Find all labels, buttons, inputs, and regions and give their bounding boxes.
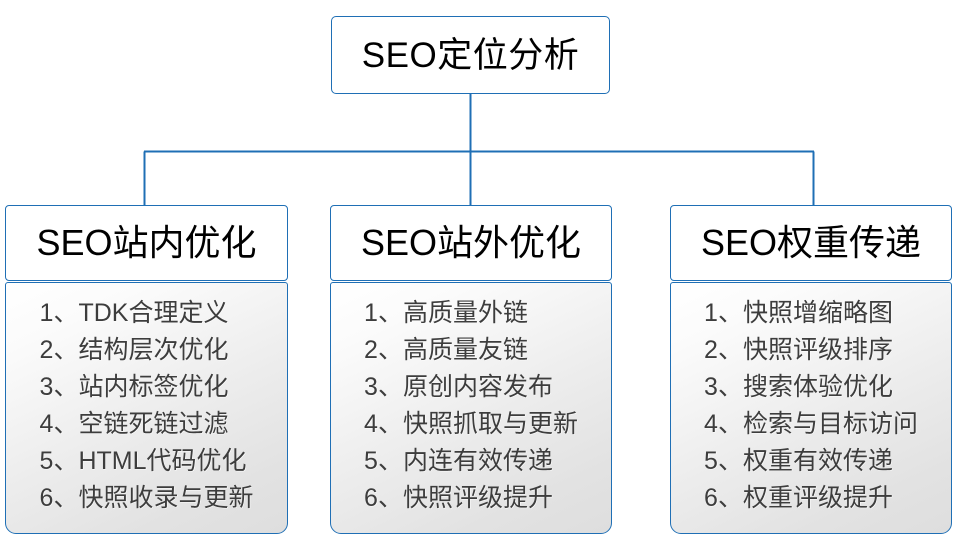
list-item: 1、TDK合理定义 xyxy=(39,299,229,327)
branch-seo-offsite: SEO站外优化 1、高质量外链 2、高质量友链 3、原创内容发布 4、快照抓取与… xyxy=(330,205,612,534)
branch-seo-weight: SEO权重传递 1、快照增缩略图 2、快照评级排序 3、搜索体验优化 4、检索与… xyxy=(670,205,952,534)
list-item: 3、站内标签优化 xyxy=(39,373,229,401)
list-item: 1、高质量外链 xyxy=(364,299,528,327)
list-item: 2、结构层次优化 xyxy=(39,336,229,364)
root-node-label: SEO定位分析 xyxy=(361,35,580,75)
branch-header-seo-weight[interactable]: SEO权重传递 xyxy=(670,205,952,281)
branch-header-label: SEO权重传递 xyxy=(700,222,922,263)
list-item: 2、高质量友链 xyxy=(364,336,528,364)
list-item: 4、空链死链过滤 xyxy=(39,410,229,438)
branch-header-seo-onsite[interactable]: SEO站内优化 xyxy=(5,205,288,281)
list-item: 5、权重有效传递 xyxy=(704,447,893,475)
list-item: 5、HTML代码优化 xyxy=(39,447,247,475)
list-item: 6、权重评级提升 xyxy=(704,484,893,512)
list-item: 3、原创内容发布 xyxy=(364,373,553,401)
branch-body-seo-offsite: 1、高质量外链 2、高质量友链 3、原创内容发布 4、快照抓取与更新 5、内连有… xyxy=(330,282,612,534)
branch-header-seo-offsite[interactable]: SEO站外优化 xyxy=(330,205,612,281)
list-item: 6、快照收录与更新 xyxy=(39,484,254,512)
list-item: 1、快照增缩略图 xyxy=(704,299,893,327)
branch-body-seo-weight: 1、快照增缩略图 2、快照评级排序 3、搜索体验优化 4、检索与目标访问 5、权… xyxy=(670,282,952,534)
list-item: 3、搜索体验优化 xyxy=(704,373,893,401)
list-item: 4、快照抓取与更新 xyxy=(364,410,578,438)
list-item: 4、检索与目标访问 xyxy=(704,410,918,438)
branch-header-label: SEO站外优化 xyxy=(360,222,582,263)
list-item: 5、内连有效传递 xyxy=(364,447,553,475)
root-node[interactable]: SEO定位分析 xyxy=(331,16,610,94)
list-item: 2、快照评级排序 xyxy=(704,336,893,364)
branch-body-seo-onsite: 1、TDK合理定义 2、结构层次优化 3、站内标签优化 4、空链死链过滤 5、H… xyxy=(5,282,288,534)
list-item: 6、快照评级提升 xyxy=(364,484,553,512)
branch-seo-onsite: SEO站内优化 1、TDK合理定义 2、结构层次优化 3、站内标签优化 4、空链… xyxy=(5,205,288,534)
branch-header-label: SEO站内优化 xyxy=(36,222,257,263)
